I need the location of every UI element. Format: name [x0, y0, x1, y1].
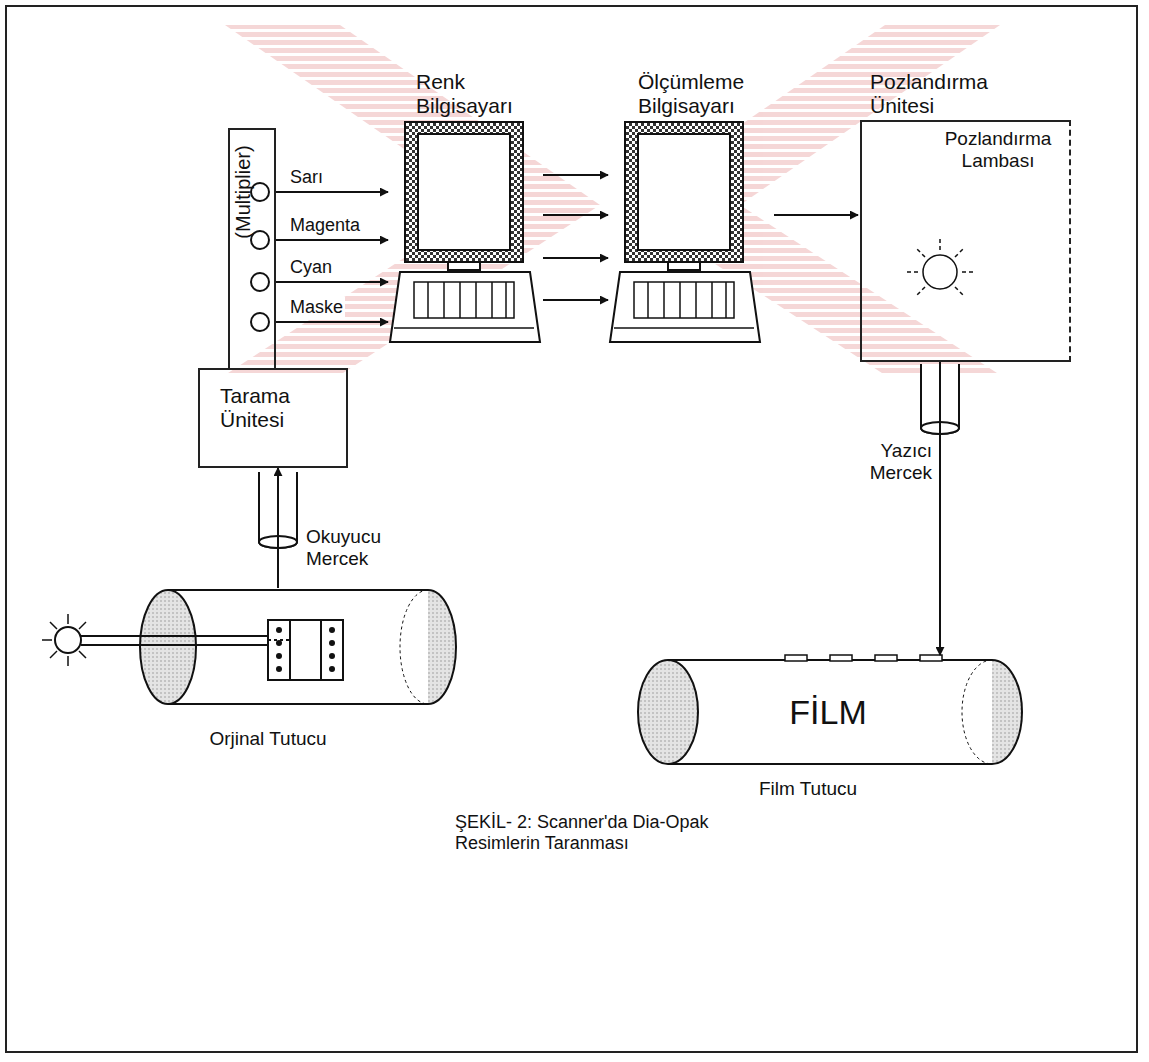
arrow-connector: [543, 257, 608, 259]
signal-label: Maske: [288, 297, 345, 318]
signal-label: Sarı: [288, 167, 325, 188]
node-title: Ölçümleme Bilgisayarı: [638, 70, 768, 118]
arrow-connector: [276, 239, 388, 241]
arrow-connector: [543, 214, 608, 216]
node-title: (Multiplier): [232, 145, 255, 238]
arrow-connector: [939, 362, 941, 655]
signal-label: Cyan: [288, 257, 334, 278]
exposure-unit: Pozlandırma ÜnitesiPozlandırma Lambası: [858, 68, 1073, 362]
scan-unit-box: Tarama Ünitesi: [198, 368, 348, 468]
measuring-computer: Ölçümleme Bilgisayarı: [608, 68, 774, 350]
node-text: Pozlandırma Lambası: [930, 128, 1066, 172]
node-title: Tarama Ünitesi: [208, 384, 342, 432]
arrow-connector: [276, 191, 388, 193]
computer-icon: [610, 122, 760, 342]
arrow-connector: [277, 468, 279, 588]
multiplier-column: (Multiplier): [228, 128, 276, 370]
light-source: [42, 614, 292, 666]
arrow-connector: [774, 214, 858, 216]
node-title: Orjinal Tutucu: [138, 728, 398, 750]
watermark: [225, 25, 1000, 375]
computer-icon: [390, 122, 540, 342]
figure-caption: ŞEKİL- 2: Scanner'da Dia-Opak Resimlerin…: [455, 812, 745, 853]
signal-label: Magenta: [288, 215, 362, 236]
arrow-connector: [276, 281, 388, 283]
original-holder: Orjinal Tutucu: [138, 588, 458, 760]
exposure-lamp: [906, 238, 974, 295]
node-title: Renk Bilgisayarı: [416, 70, 536, 118]
arrow-connector: [276, 321, 388, 323]
lens-label: Okuyucu Mercek: [306, 526, 396, 570]
film-holder: FİLM Film Tutucu: [638, 655, 1023, 807]
color-computer: Renk Bilgisayarı: [388, 68, 543, 350]
multiplier-tubes: [251, 183, 269, 331]
node-title: FİLM: [748, 693, 908, 732]
lens-label: Yazıcı Mercek: [850, 440, 932, 484]
film-holder-cylinder: [638, 655, 1022, 764]
node-text: Film Tutucu: [728, 778, 888, 800]
original-holder-cylinder: [140, 590, 456, 704]
arrow-connector: [543, 299, 608, 301]
arrow-connector: [543, 174, 608, 176]
node-title: Pozlandırma Ünitesi: [870, 70, 1000, 118]
